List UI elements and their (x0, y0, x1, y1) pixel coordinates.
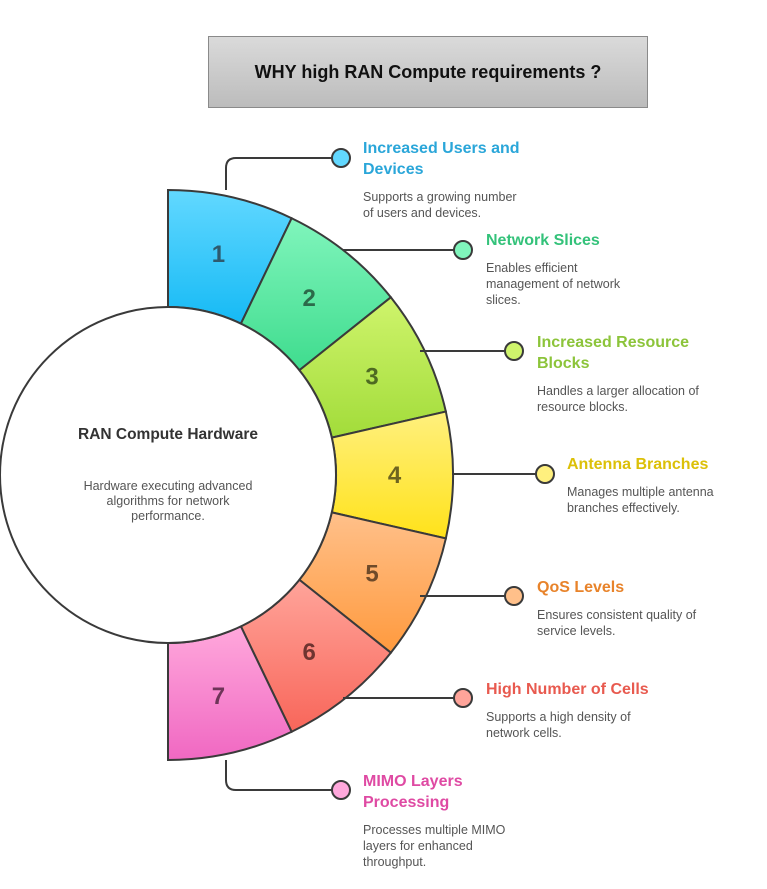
segment-number: 2 (303, 285, 316, 312)
item-title: Antenna Branches (567, 456, 709, 473)
item-title: Network Slices (486, 232, 600, 249)
connector-line (225, 760, 333, 791)
center-description: Hardware executing advanced algorithms f… (83, 479, 253, 523)
segment-number: 7 (212, 683, 225, 710)
segment-number: 6 (303, 639, 316, 666)
connector-line (225, 157, 333, 190)
connector-dot-icon (453, 240, 473, 260)
item-title: MIMO Layers Processing (363, 773, 463, 811)
item-title: High Number of Cells (486, 681, 649, 698)
item-description: Ensures consistent quality of service le… (537, 608, 697, 638)
title-banner: WHY high RAN Compute requirements ? (208, 36, 648, 108)
connector-dot-icon (535, 464, 555, 484)
item-description: Manages multiple antenna branches effect… (567, 485, 714, 515)
connector-dot-icon (504, 586, 524, 606)
item-title: Increased Users and Devices (363, 140, 520, 178)
segment-number: 3 (365, 364, 378, 391)
segment-number: 4 (388, 462, 402, 489)
item-description: Enables efficient management of network … (486, 261, 621, 307)
item-title: Increased Resource Blocks (537, 334, 690, 372)
center-title: RAN Compute Hardware (78, 426, 258, 443)
connector-dot-icon (504, 341, 524, 361)
item-description: Supports a growing number of users and d… (363, 190, 517, 220)
item-description: Handles a larger allocation of resource … (537, 384, 699, 414)
center-circle (0, 306, 337, 644)
item-description: Supports a high density of network cells… (486, 710, 631, 740)
item-description: Processes multiple MIMO layers for enhan… (363, 823, 506, 869)
diagram-title: WHY high RAN Compute requirements ? (254, 61, 602, 82)
connector-dot-icon (331, 148, 351, 168)
connector-dot-icon (453, 688, 473, 708)
connector-dot-icon (331, 780, 351, 800)
segment-number: 5 (365, 560, 378, 587)
segment-number: 1 (212, 241, 225, 268)
item-title: QoS Levels (537, 579, 625, 596)
